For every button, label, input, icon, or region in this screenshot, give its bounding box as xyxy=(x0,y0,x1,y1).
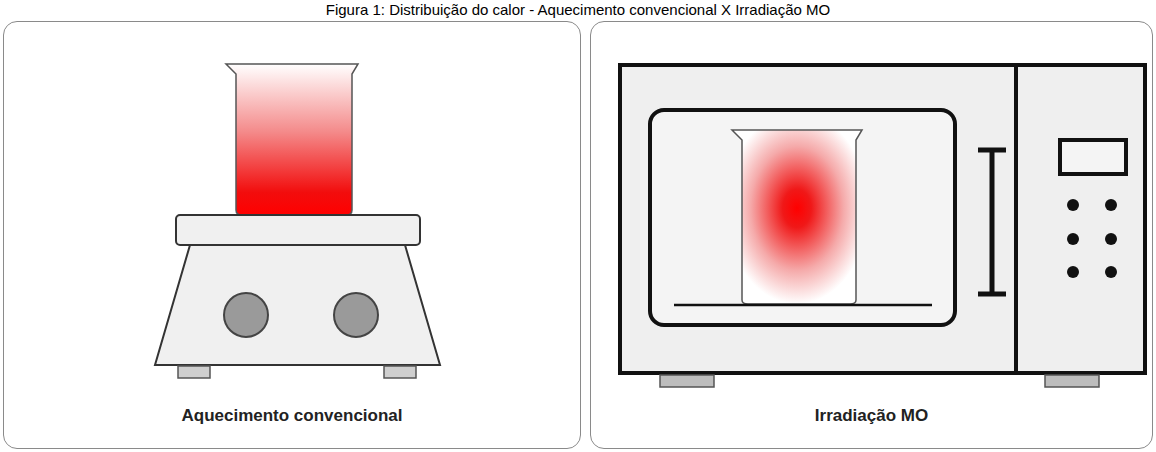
figure-panel: Aquecimento convencional xyxy=(3,21,581,449)
microwave-oven xyxy=(620,65,1145,387)
beaker-right xyxy=(674,130,932,305)
hot-plate xyxy=(155,215,440,378)
beaker-left xyxy=(226,64,358,215)
figure-panel: Irradiação MO xyxy=(590,21,1153,449)
panel-caption: Irradiação MO xyxy=(591,406,1152,426)
panel-caption: Aquecimento convencional xyxy=(4,406,580,426)
figure-title: Figura 1: Distribuição do calor - Aqueci… xyxy=(0,1,1156,18)
